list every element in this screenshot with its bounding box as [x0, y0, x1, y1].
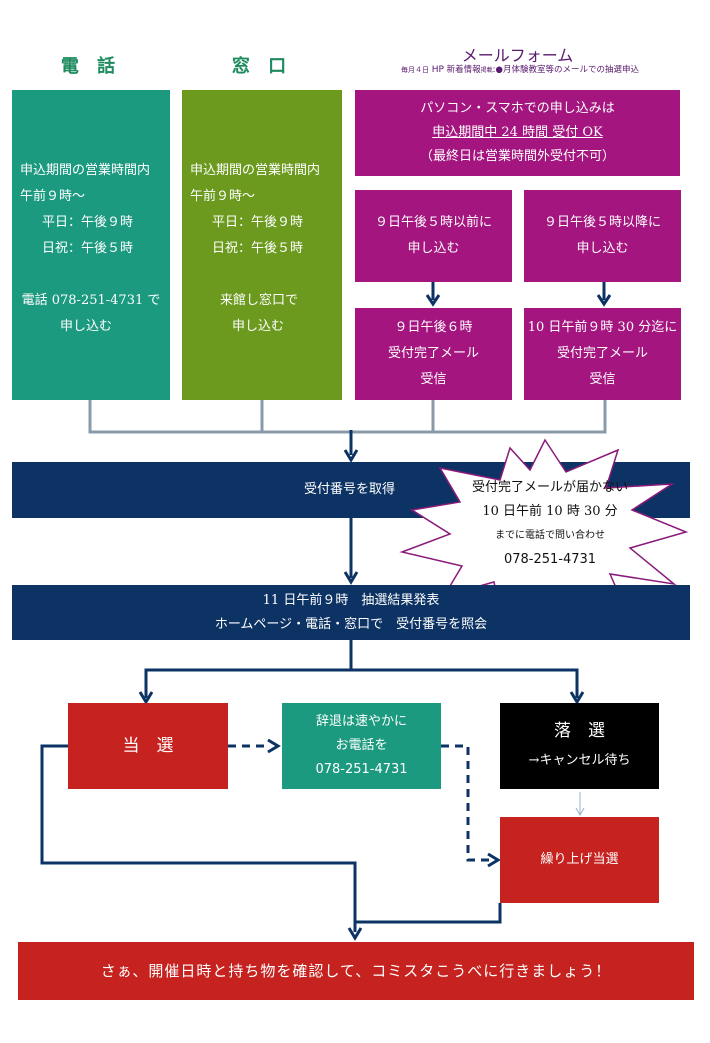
split-connector	[144, 640, 353, 698]
thin-arrow-head	[575, 807, 585, 817]
arrow-to-result-head	[343, 571, 359, 585]
receipt-label: 受付番号を取得	[304, 482, 396, 497]
mail-right-result-line-1: 10 日午前９時 30 分迄に	[527, 320, 678, 335]
mail-right-box: ９日午後５時以降に 申し込む	[524, 190, 681, 282]
phone-line-1: 申込期間の営業時間内	[20, 163, 151, 178]
lose-line-1: 落 選	[554, 721, 605, 741]
mail-right-result-line-2: 受付完了メール	[556, 346, 648, 361]
counter-header: 窓 口	[231, 56, 293, 77]
decline-line-3: 078-251-4731	[315, 762, 408, 777]
result-line-1: 11 日午前９時 抽選結果発表	[262, 592, 440, 608]
counter-line-6: 申し込む	[232, 319, 285, 334]
mail-left-result-box: ９日午後６時 受付完了メール 受信	[355, 308, 512, 400]
phone-line-3: 平日：午後９時	[42, 215, 134, 230]
split-connector-2	[351, 668, 579, 698]
phone-line-6: 申し込む	[60, 319, 113, 334]
starburst-line-4: 078-251-4731	[503, 552, 597, 567]
starburst-line-3: までに電話で問い合わせ	[495, 530, 605, 541]
starburst-text: 受付完了メールが届かない 10 日午前 10 時 30 分 までに電話で問い合わ…	[440, 476, 660, 572]
result-bar: 11 日午前９時 抽選結果発表 ホームページ・電話・窓口で 受付番号を照会	[12, 585, 690, 640]
phone-line-2: 午前９時〜	[20, 189, 86, 204]
phone-line-5: 電話 078-251-4731 で	[21, 293, 161, 308]
starburst-line-2: 10 日午前 10 時 30 分	[482, 504, 618, 519]
mail-left-line-1: ９日午後５時以前に	[374, 215, 492, 230]
mail-left-result-line-3: 受信	[420, 372, 447, 387]
win-label: 当 選	[122, 736, 174, 756]
mail-note-hp: HP	[431, 65, 444, 75]
mail-top-line-3: （最終日は営業時間外受付不可）	[419, 149, 615, 164]
lose-line-2: →キャンセル待ち	[528, 753, 631, 768]
dashed-decline-promoted	[441, 744, 490, 862]
mail-note-prefix: 毎月４日	[401, 66, 430, 74]
counter-line-1: 申込期間の営業時間内	[190, 163, 321, 178]
counter-line-3: 平日：午後９時	[212, 215, 304, 230]
phone-box: 申込期間の営業時間内 午前９時〜 平日：午後９時 日祝：午後５時 電話 078-…	[12, 90, 170, 400]
mail-top-box: パソコン・スマホでの申し込みは 申込期間中 24 時間 受付 OK （最終日は営…	[355, 90, 680, 176]
mail-right-result-line-3: 受信	[589, 372, 616, 387]
mail-left-result-line-2: 受付完了メール	[387, 346, 479, 361]
starburst-line-1: 受付完了メールが届かない	[471, 480, 628, 495]
decline-line-1: 辞退は速やかに	[315, 714, 407, 729]
win-final-connector	[40, 744, 357, 932]
mail-note-mid: 新着情報	[446, 65, 481, 75]
mail-right-result-box: 10 日午前９時 30 分迄に 受付完了メール 受信	[524, 308, 681, 400]
result-line-2: ホームページ・電話・窓口で 受付番号を照会	[214, 616, 488, 632]
dashed-arrow-head	[267, 738, 281, 754]
mail-left-box: ９日午後５時以前に 申し込む	[355, 190, 512, 282]
decline-line-2: お電話を	[335, 738, 388, 753]
arrow-final-head	[347, 927, 363, 941]
phone-line-4: 日祝：午後５時	[42, 241, 134, 256]
mail-top-line-1: パソコン・スマホでの申し込みは	[420, 101, 615, 116]
mail-header: メールフォーム	[461, 46, 574, 65]
phone-header: 電 話	[60, 56, 122, 77]
final-label: さぁ、開催日時と持ち物を確認して、コミスタこうべに行きましょう！	[100, 962, 612, 980]
merge-connector	[88, 400, 607, 434]
arrow-lose-head	[569, 691, 585, 705]
promoted-final-connector	[355, 903, 502, 924]
mail-left-line-2: 申し込む	[407, 241, 460, 256]
lose-box: 落 選 →キャンセル待ち	[500, 703, 659, 789]
mail-right-arrow-head	[596, 294, 612, 307]
arrow-to-receipt-head	[343, 449, 359, 463]
counter-line-5: 来館し窓口で	[220, 293, 299, 308]
mail-left-result-line-1: ９日午後６時	[394, 320, 473, 335]
promoted-box: 繰り上げ当選	[500, 817, 659, 903]
final-bar: さぁ、開催日時と持ち物を確認して、コミスタこうべに行きましょう！	[18, 942, 694, 1000]
decline-box: 辞退は速やかに お電話を 078-251-4731	[282, 703, 441, 789]
dashed-arrow-head-2	[487, 852, 501, 868]
arrow-win-head	[138, 691, 154, 705]
mail-note-small: 掲載	[480, 67, 493, 74]
counter-line-2: 午前９時〜	[190, 189, 256, 204]
mail-left-arrow-head	[425, 294, 441, 307]
mail-note: 毎月４日 HP 新着情報掲載:●月体験教室等のメールでの抽選申込	[350, 63, 690, 75]
promoted-label: 繰り上げ当選	[540, 852, 619, 867]
mail-right-line-2: 申し込む	[576, 241, 629, 256]
counter-line-4: 日祝：午後５時	[212, 241, 304, 256]
win-box: 当 選	[68, 703, 228, 789]
counter-box: 申込期間の営業時間内 午前９時〜 平日：午後９時 日祝：午後５時 来館し窓口で …	[182, 90, 342, 400]
mail-right-line-1: ９日午後５時以降に	[543, 215, 661, 230]
mail-note-rest: :●月体験教室等のメールでの抽選申込	[492, 65, 639, 75]
mail-top-line-2: 申込期間中 24 時間 受付 OK	[432, 125, 603, 140]
